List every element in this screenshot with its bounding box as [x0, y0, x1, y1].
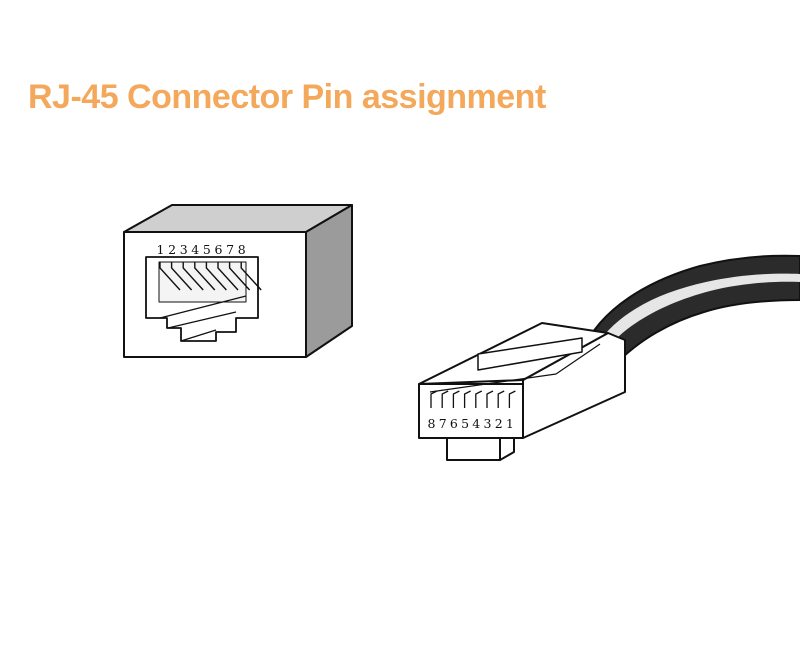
jack-contact-2 — [170, 262, 193, 291]
plug-slot-line — [429, 343, 601, 393]
jack-contact-6 — [217, 262, 239, 291]
plug-front-face — [418, 383, 524, 439]
plug-pin-label: 4 — [472, 416, 480, 431]
plug-pin-label: 1 — [506, 416, 514, 431]
plug-pin-label: 5 — [461, 416, 469, 431]
rj45-plug — [418, 322, 626, 461]
plug-slot-3 — [486, 390, 494, 408]
plug-pin-label: 2 — [495, 416, 503, 431]
plug-pin-label: 6 — [450, 416, 458, 431]
plug-slot-8 — [430, 390, 438, 408]
jack-contact-4 — [194, 262, 216, 291]
plug-pin-label: 3 — [484, 416, 492, 431]
jack-pin-label: 4 — [191, 242, 199, 257]
plug-slot-6 — [452, 390, 460, 408]
page-title: RJ-45 Connector Pin assignment — [28, 78, 546, 116]
jack-contact-5 — [205, 262, 227, 291]
jack-pin-label: 1 — [157, 242, 165, 257]
jack-pin-label: 3 — [180, 242, 188, 257]
jack-contact-1 — [159, 262, 181, 291]
jack-pin-label: 6 — [215, 242, 223, 257]
plug-pin-label: 8 — [428, 416, 436, 431]
jack-contacts — [159, 262, 262, 291]
plug-slot-2 — [497, 390, 505, 408]
jack-side-face — [305, 204, 353, 358]
plug-slot-4 — [475, 390, 483, 408]
jack-contact-3 — [182, 262, 204, 291]
jack-contact-8 — [240, 262, 262, 291]
cable-highlight — [596, 273, 800, 350]
plug-slot-5 — [463, 390, 471, 408]
plug-slot-1 — [508, 390, 516, 408]
jack-pin-label: 2 — [168, 242, 176, 257]
jack-pin-label: 7 — [226, 242, 234, 257]
jack-pin-label: 5 — [203, 242, 211, 257]
jack-inner-steps — [159, 295, 247, 342]
plug-slot-7 — [441, 390, 449, 408]
plug-top-band — [477, 337, 583, 371]
jack-pin-label: 8 — [238, 242, 246, 257]
jack-contact-7 — [228, 262, 251, 291]
plug-pin-label: 7 — [439, 416, 447, 431]
rj45-jack — [123, 204, 353, 358]
plug-contact-slots — [430, 390, 516, 408]
jack-inner-wall — [158, 261, 247, 303]
